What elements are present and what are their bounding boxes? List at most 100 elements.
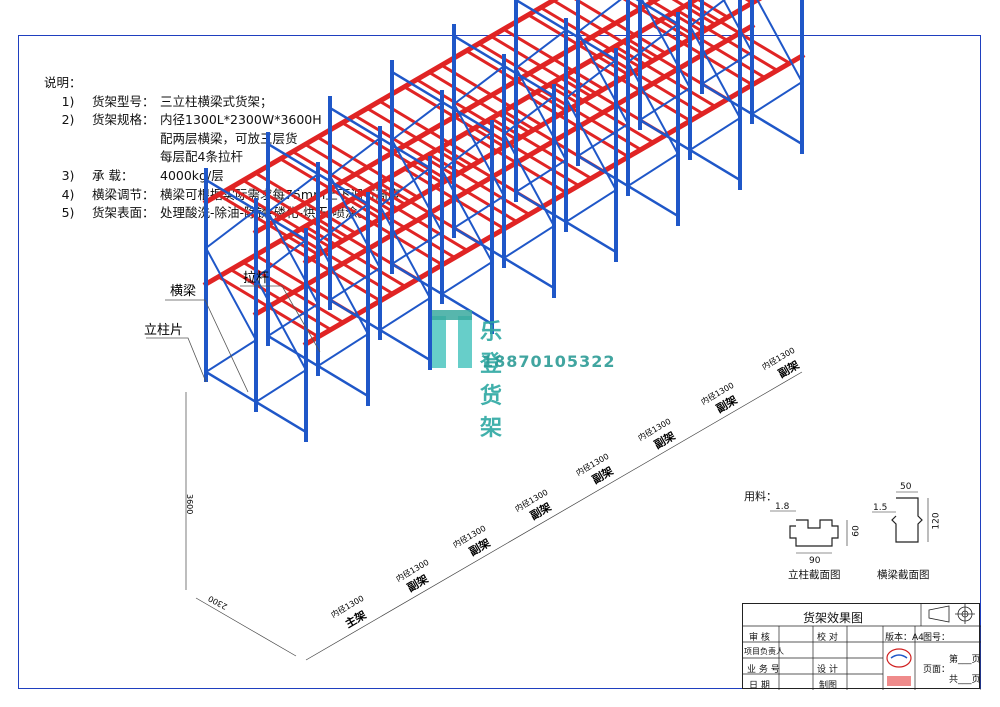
upright-section-title: 立柱截面图 [788,569,841,581]
frame-strut [700,82,754,116]
tie-bar [377,99,432,134]
tie-bar [501,27,556,62]
frame-brace [514,28,568,70]
callout-upright: 立柱片 [144,323,183,338]
dimension-lines [185,371,803,661]
beam-section-title: 横梁截面图 [877,569,930,581]
tb-total: 共___页 [949,675,981,685]
frame-brace [576,122,630,158]
tb-review: 审 核 [749,633,770,643]
tie-bar [576,124,631,159]
dimension-line [305,371,803,661]
tie-bar [625,37,680,72]
callout-leaders [146,285,321,393]
note-label: 货架规格： [92,112,155,128]
dim-height: 3600 [185,494,194,514]
frame-brace [390,138,444,234]
note-num: 5) [61,205,75,221]
note-num: 3) [61,167,75,183]
note-num: 2) [61,112,75,128]
tb-draw: 制图 [819,681,838,691]
upright-width: 90 [809,556,821,566]
tie-bar [328,268,383,303]
frame-strut [626,184,680,218]
notes-heading: 说明： [44,75,82,90]
upright-height: 60 [851,525,862,537]
watermark: 乐登货架 18870105322 [430,308,614,441]
tb-check: 校 对 [817,633,838,643]
tb-page: 页面： [923,665,951,675]
tb-scale: 版本：A4 [885,633,924,643]
frame-brace [254,368,308,404]
frame-brace [576,30,630,126]
frame-strut [328,298,382,332]
tb-lead: 项目负责人 [744,647,784,656]
upright-thickness: 1.8 [775,502,790,512]
tie-bar [278,156,333,191]
tie-bar [737,31,792,66]
frame-brace [688,116,742,152]
frame-brace [452,194,506,230]
watermark-brand: 乐登货架 [480,320,505,441]
company-seal-icon [886,648,912,686]
frame-strut [204,370,258,404]
frame-strut [390,70,444,104]
frame-strut [638,118,692,152]
frame-brace [626,22,680,64]
beam-thickness: 1.5 [873,503,888,513]
tb-biz: 业 务 号 [747,665,780,675]
frame-brace [440,130,494,172]
dimension-line [195,597,297,657]
frame-brace [722,0,754,54]
frame-strut [440,292,494,326]
frame-brace [576,0,622,34]
frame-brace [328,136,382,178]
frame-strut [514,190,568,224]
note-label: 货架型号： [92,93,155,109]
frame-labels: 主架 副架 副架 副架 副架 副架 副架 副架 [343,357,802,630]
tie-bar [452,196,507,231]
frame-strut [452,226,506,260]
tie-bar [687,1,742,36]
tie-bar [526,12,581,47]
beam-width: 50 [900,482,912,492]
note-label: 货架表面： [92,205,155,221]
frame-brace [641,0,692,90]
dim-depth: 2300 [207,594,229,612]
tie-bar [377,181,432,216]
upright-section-profile [770,510,848,554]
callout-tie: 拉杆 [243,271,269,286]
frame-brace [328,174,382,270]
drawing-border [18,35,981,689]
tie-bar [340,120,395,155]
frame-brace [266,172,320,214]
frame-brace [452,102,506,198]
frame-strut [204,178,258,212]
callout-beam: 横梁 [170,284,196,299]
tie-bar [744,0,755,5]
frame-strut [390,262,444,296]
note-text: 内径1300L*2300W*3600H [160,112,322,128]
tb-title: 货架效果图 [803,611,864,625]
note-num: 1) [61,93,75,109]
frame-brace [514,158,568,194]
frame-brace [452,64,506,106]
tie-bar [266,304,321,339]
frame-brace [204,246,258,342]
bay-labels: 内径1300 内径1300 内径1300 内径1300 内径1300 内径130… [329,345,796,620]
tie-bar [638,88,693,123]
title-block: 货架效果图 审 核 校 对 版本：A4 图号： 项目负责人 设 计 业 务 号 … [742,603,981,691]
tie-bar [563,73,618,108]
frame-strut [254,208,308,242]
tie-bar [216,192,271,227]
frame-brace [254,238,308,280]
tie-bar [253,253,308,288]
note-text: 每层配4条拉杆 [160,149,243,165]
tie-bar [315,217,370,252]
frame-strut [266,142,320,176]
beam-height: 120 [931,512,942,530]
frame-brace [688,0,726,28]
tie-bar [700,52,755,87]
frame-strut [316,172,370,206]
